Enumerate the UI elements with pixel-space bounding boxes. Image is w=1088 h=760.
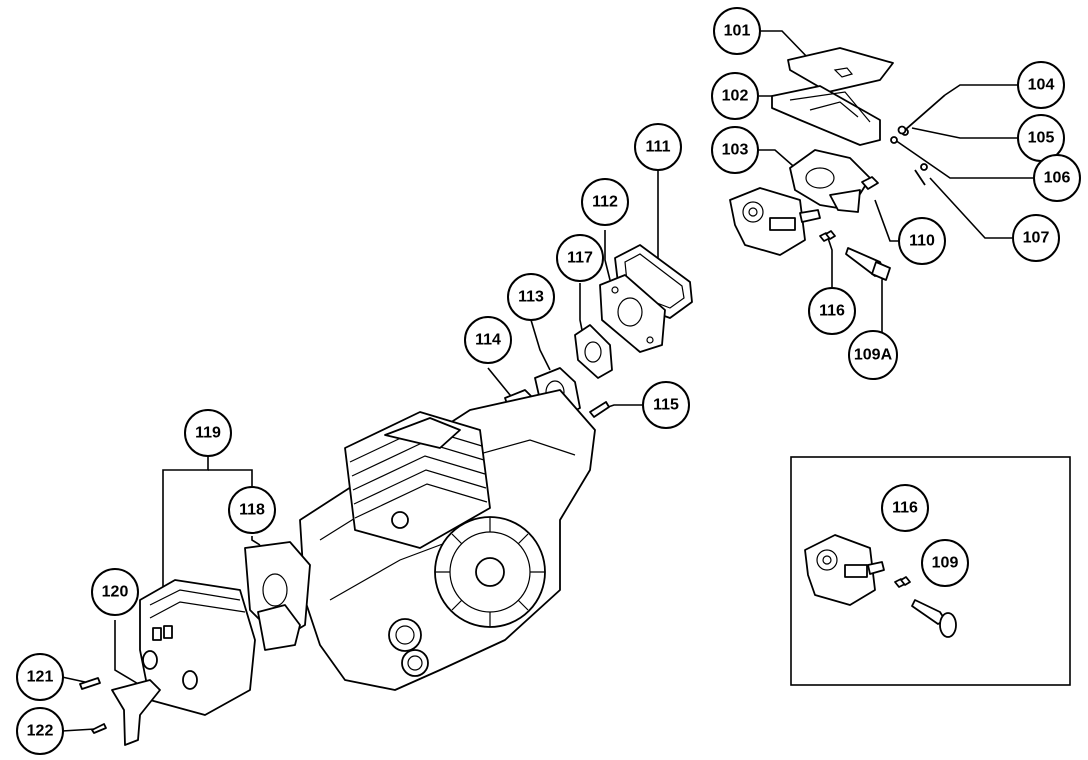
callout-115: 115 — [642, 381, 690, 429]
callout-label: 104 — [1028, 77, 1055, 94]
callout-circle — [184, 409, 232, 457]
callout-109a: 109A — [848, 330, 898, 380]
callout-116b: 116 — [881, 484, 929, 532]
callout-label: 106 — [1044, 170, 1071, 187]
callout-label: 107 — [1023, 230, 1050, 247]
callout-label: 118 — [239, 502, 265, 519]
callout-circle — [881, 484, 929, 532]
carburetor-top — [729, 187, 821, 256]
callout-label: 119 — [195, 425, 221, 442]
cylinder — [344, 411, 491, 549]
intake-flange — [574, 324, 613, 379]
callout-circle — [642, 381, 690, 429]
callout-label: 116 — [892, 500, 918, 517]
callout-120: 120 — [91, 568, 139, 616]
callout-101: 101 — [713, 7, 761, 55]
callout-102: 102 — [711, 72, 759, 120]
air-filter-cover — [787, 47, 894, 93]
callout-label: 117 — [567, 250, 593, 267]
callout-bubbles: 101 102 103 104 105 106 107 110 116 109A 111 112 117… — [16, 7, 1081, 755]
air-filter-element — [771, 85, 881, 146]
flywheel-fins — [434, 516, 546, 628]
filter-stud-screw — [901, 94, 946, 136]
callout-label: 112 — [592, 194, 618, 211]
callout-label: 109A — [854, 347, 893, 364]
callout-122: 122 — [16, 707, 64, 755]
callout-label: 110 — [909, 233, 935, 250]
callout-circle — [16, 707, 64, 755]
muffler-gasket — [244, 541, 311, 651]
callout-circle — [1033, 154, 1081, 202]
callout-112: 112 — [581, 178, 629, 226]
callout-118: 118 — [228, 486, 276, 534]
callout-circle — [711, 126, 759, 174]
callout-circle — [898, 217, 946, 265]
callout-label: 105 — [1028, 130, 1055, 147]
intake-screw-115 — [589, 401, 610, 418]
callout-label: 103 — [722, 142, 749, 159]
intake-manifold-plate — [599, 274, 666, 353]
callout-circle — [16, 653, 64, 701]
callout-121: 121 — [16, 653, 64, 701]
callout-circle — [1012, 214, 1060, 262]
callout-107: 107 — [1012, 214, 1060, 262]
small-screw — [914, 163, 928, 186]
callout-110: 110 — [898, 217, 946, 265]
callout-label: 121 — [27, 669, 54, 686]
callout-label: 113 — [518, 289, 544, 306]
crankcase-bearings — [388, 618, 429, 677]
callout-label: 109 — [932, 555, 959, 572]
callout-circle — [711, 72, 759, 120]
callout-circle — [556, 234, 604, 282]
callout-111: 111 — [634, 123, 682, 171]
washer-nut — [890, 125, 907, 144]
callout-circle — [464, 316, 512, 364]
callout-circle — [921, 539, 969, 587]
filter-base-plate — [789, 149, 871, 213]
callout-113: 113 — [507, 273, 555, 321]
callout-103: 103 — [711, 126, 759, 174]
idle-screw-109a — [845, 247, 891, 281]
callout-label: 102 — [722, 88, 749, 105]
callout-circle — [634, 123, 682, 171]
callout-label: 120 — [102, 584, 129, 601]
callout-label: 116 — [819, 303, 845, 320]
callout-label: 114 — [475, 332, 501, 349]
callout-circle — [91, 568, 139, 616]
callout-106: 106 — [1033, 154, 1081, 202]
callout-circle — [713, 7, 761, 55]
callout-116a: 116 — [808, 287, 856, 335]
callout-circle — [848, 330, 898, 380]
callout-circle — [228, 486, 276, 534]
callout-114: 114 — [464, 316, 512, 364]
callout-circle — [808, 287, 856, 335]
muffler-bracket — [111, 679, 161, 746]
callout-circle — [581, 178, 629, 226]
muffler-screw-121 — [79, 677, 101, 690]
cable-nipple — [861, 176, 879, 190]
callout-label: 122 — [27, 723, 54, 740]
callout-label: 111 — [646, 139, 671, 156]
callout-104: 104 — [1017, 61, 1065, 109]
callout-circle — [1017, 61, 1065, 109]
callout-117: 117 — [556, 234, 604, 282]
callout-109: 109 — [921, 539, 969, 587]
callout-label: 115 — [653, 397, 679, 414]
callout-119: 119 — [184, 409, 232, 457]
muffler-screw-122 — [91, 723, 107, 734]
muffler-body — [139, 579, 256, 716]
callout-circle — [507, 273, 555, 321]
callout-label: 101 — [724, 23, 751, 40]
idle-spring-top — [819, 230, 836, 242]
